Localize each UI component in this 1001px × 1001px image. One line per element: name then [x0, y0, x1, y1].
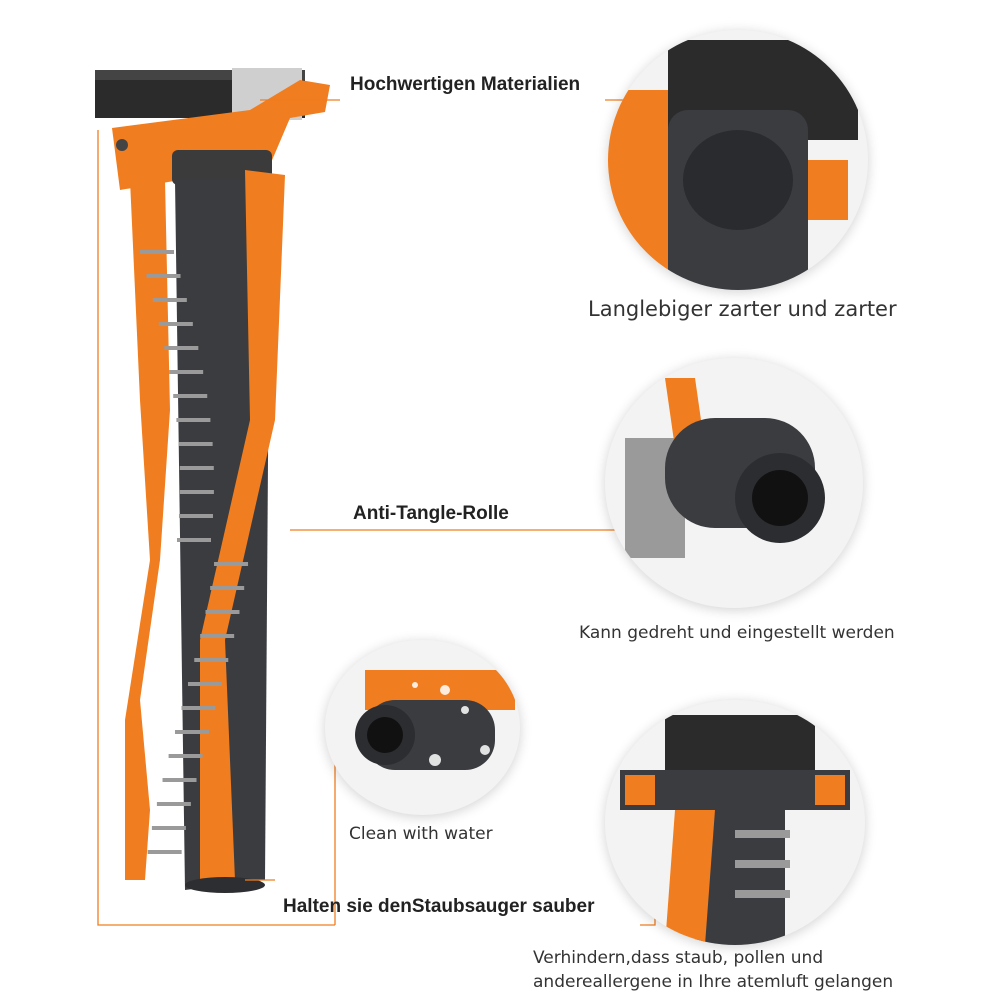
bristle-tuft: [168, 754, 203, 758]
bristle-tuft: [178, 514, 213, 518]
orange-end-cap: [112, 80, 330, 190]
label-materials: Hochwertigen Materialien: [350, 74, 581, 95]
callout-frame-left: [97, 130, 335, 926]
bristle-tuft: [147, 850, 182, 854]
bristle-tuft: [169, 370, 204, 374]
bristle-tuft: [179, 466, 214, 470]
detail-circle-materials: [608, 30, 868, 290]
bristle-tuft: [173, 394, 208, 398]
bristle-tuft: [164, 346, 199, 350]
bristle-tuft: [210, 586, 245, 590]
orange-blade-right: [200, 170, 285, 880]
bristle-tuft: [194, 658, 229, 662]
bristle-tuft: [162, 778, 197, 782]
bristle-tuft: [205, 610, 240, 614]
bristle-tuft: [152, 298, 187, 302]
bristle-tuft: [146, 274, 181, 278]
label-prevent-line1: Verhindern,dass staub, pollen und: [533, 948, 824, 968]
orange-blade-left: [125, 180, 170, 880]
bristle-closeup: [665, 715, 815, 780]
water-splash: [412, 682, 490, 766]
roller-body: [175, 180, 270, 890]
detail-circle-anti-tangle: [605, 358, 863, 608]
bristle-tuft: [174, 730, 209, 734]
gray-bristle-row: [140, 250, 249, 854]
bristle-tuft: [178, 442, 213, 446]
bristle-tuft: [214, 562, 249, 566]
label-clean-water: Clean with water: [349, 824, 493, 844]
label-anti-tangle: Anti-Tangle-Rolle: [353, 503, 509, 524]
label-keep-clean: Halten sie denStaubsauger sauber: [283, 896, 595, 917]
label-rotatable: Kann gedreht und eingestellt werden: [579, 623, 895, 643]
bristle-tuft: [179, 490, 214, 494]
bristle-tuft: [156, 802, 191, 806]
bristle-tuft: [181, 706, 216, 710]
bristle-tuft: [187, 682, 222, 686]
bristle-tuft: [158, 322, 193, 326]
label-durable: Langlebiger zarter und zarter: [588, 297, 897, 321]
bristle-tuft: [200, 634, 235, 638]
bristle-tuft: [177, 538, 212, 542]
detail-circle-prevent: [605, 700, 865, 945]
label-prevent-line2: andereallergene in Ihre atemluft gelange…: [533, 972, 894, 992]
detail-circle-clean-water: [325, 640, 520, 815]
bristle-tuft: [140, 250, 174, 254]
bristle-tuft: [151, 826, 186, 830]
bristle-tuft: [176, 418, 211, 422]
